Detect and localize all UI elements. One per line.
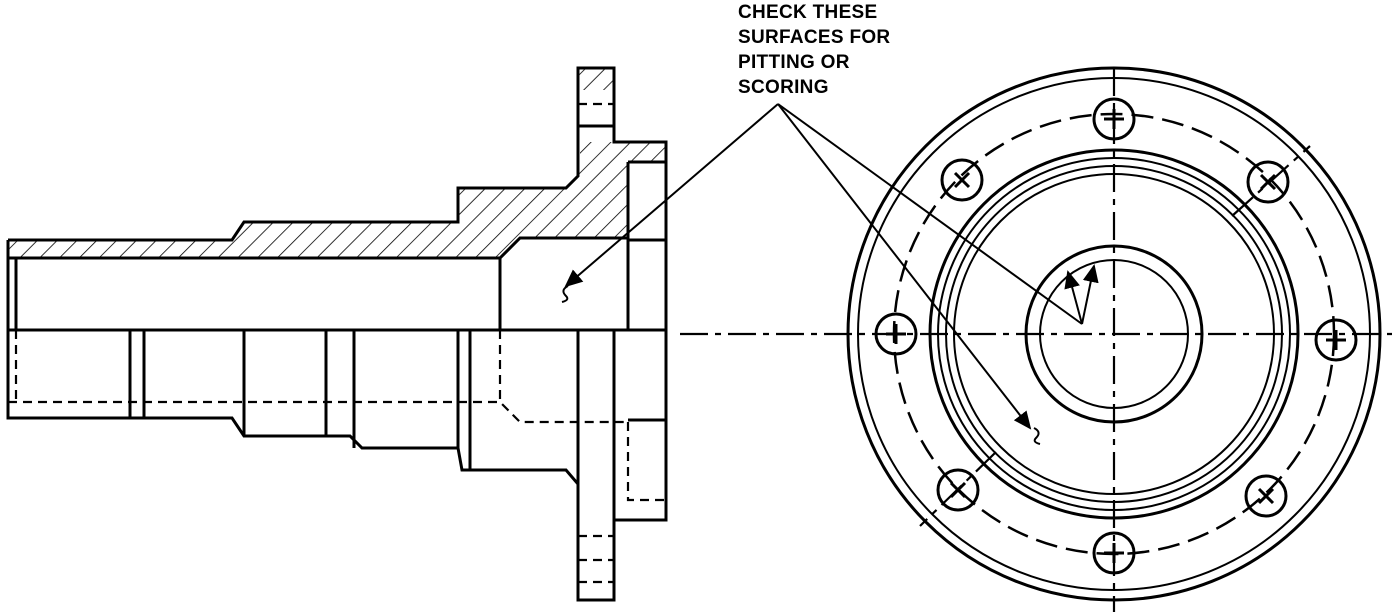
leader-branch-2	[1081, 264, 1099, 325]
callout-line-3: PITTING OR	[738, 52, 850, 73]
leader-to-side-bore	[564, 103, 779, 288]
bolt-hole-upper-right	[1246, 160, 1290, 204]
bolt-hole-right	[1314, 318, 1358, 362]
callout-line-1: CHECK THESE	[738, 2, 878, 23]
hidden-bore-lower	[8, 400, 628, 424]
leader-to-hub-face	[777, 103, 1032, 430]
section-hatch	[8, 142, 666, 258]
bolt-hole-left	[874, 312, 918, 356]
callout-leaders	[564, 103, 1099, 430]
leader-to-bore-center	[777, 103, 1083, 325]
callout-line-2: SURFACES FOR	[738, 27, 891, 48]
end-view	[846, 66, 1382, 612]
bolt-hole-lower-left	[936, 468, 980, 512]
bolt-hole-bottom	[1092, 531, 1136, 575]
inner-bore	[8, 236, 628, 260]
surface-mark-end	[1033, 427, 1041, 445]
surface-mark-side	[561, 285, 569, 303]
outer-profile	[8, 66, 668, 332]
bolt-hole-lower-right	[1244, 474, 1288, 518]
callout-label: CHECK THESE SURFACES FOR PITTING OR SCOR…	[738, 0, 890, 100]
callout-line-4: SCORING	[738, 77, 829, 98]
flange-top-hatch	[578, 68, 614, 90]
bolt-hole-top	[1092, 97, 1136, 141]
hidden-flange-lower	[626, 422, 666, 502]
lower-profile	[130, 330, 668, 602]
bolt-hole-upper-left	[940, 158, 984, 202]
leader-branch-1	[1064, 270, 1083, 325]
side-section-view	[6, 66, 668, 602]
